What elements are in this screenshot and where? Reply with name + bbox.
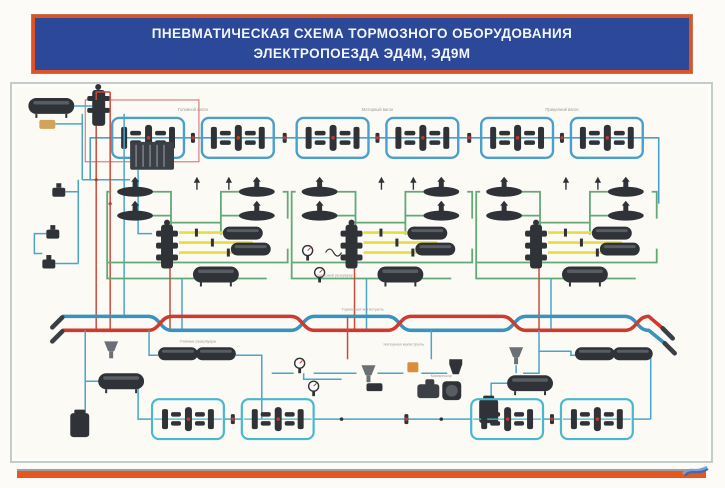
flex-hose <box>325 248 343 257</box>
bogie-rigging-box <box>295 116 370 160</box>
car-label-2: Моторный вагон <box>362 107 394 112</box>
bogie-rigging-box <box>479 116 555 160</box>
supply-reservoir <box>506 374 554 397</box>
left-reservoir <box>27 96 76 119</box>
poster-title-line-1: ПНЕВМАТИЧЕСКАЯ СХЕМА ТОРМОЗНОГО ОБОРУДОВ… <box>151 26 573 41</box>
bogie-rigging-box <box>200 116 275 160</box>
hose-end <box>52 331 62 341</box>
orange-valve-block <box>407 362 419 373</box>
poster-title-line-2: ЭЛЕКТРОПОЕЗДА ЭД4М, ЭД9М <box>253 46 471 61</box>
maker-logo <box>681 465 709 477</box>
auxiliary-valve <box>46 225 60 239</box>
pressure-gauge <box>301 244 314 262</box>
compressor-unit <box>417 379 462 401</box>
pipe-coupling <box>375 132 380 143</box>
pneumatic-schematic: Головной вагон Моторный вагон Прицепной … <box>27 84 711 441</box>
bogie-rigging-box <box>385 116 460 160</box>
intercar-coupling <box>282 132 287 143</box>
spare-reservoir-label: Запасный резервуар <box>317 273 353 277</box>
auxiliary-valve <box>52 183 66 197</box>
car-section-1 <box>107 177 288 331</box>
bottom-bogie-box <box>559 398 634 441</box>
bottom-bogie-box <box>150 398 225 441</box>
main-reservoirs-right <box>574 347 653 361</box>
oil-separator <box>70 409 90 438</box>
main-reservoirs-left: Главные резервуары <box>158 339 236 361</box>
safety-valve <box>366 383 383 392</box>
top-pipe-run <box>89 132 660 204</box>
pressure-gauge <box>293 357 306 374</box>
car-section-2 <box>292 177 473 331</box>
dryer-coil-box <box>130 141 174 170</box>
pipe-coupling <box>550 414 554 425</box>
brake-main-label: Тормозная магистраль <box>342 306 384 311</box>
driver-brake-valve <box>87 84 111 126</box>
pressure-gauge <box>307 380 320 397</box>
air-filter <box>104 341 119 359</box>
bogie-rigging-box <box>569 116 644 160</box>
pipe-fitting <box>339 417 344 421</box>
intake-funnel <box>449 359 463 375</box>
car-section-3 <box>476 177 657 331</box>
filter-funnel <box>361 365 376 383</box>
hose-end <box>665 343 675 353</box>
pipe-coupling <box>190 132 195 143</box>
footer-band <box>17 469 706 478</box>
auxiliary-valve <box>42 255 56 269</box>
air-filter <box>509 347 524 365</box>
compressor-group: Компрессор <box>293 357 463 401</box>
title-banner: ПНЕВМАТИЧЕСКАЯ СХЕМА ТОРМОЗНОГО ОБОРУДОВ… <box>32 15 692 73</box>
schematic-canvas: Головной вагон Моторный вагон Прицепной … <box>10 82 713 463</box>
main-pipes: Тормозная магистраль Напорная магистраль <box>52 306 674 353</box>
car-label-3: Прицепной вагон <box>545 107 579 112</box>
left-equipment-cluster <box>27 84 200 331</box>
feed-main-label: Напорная магистраль <box>383 341 424 346</box>
pipe-coupling <box>404 414 409 425</box>
compressor-label: Компрессор <box>431 374 452 378</box>
intercar-coupling <box>467 132 472 143</box>
pipe-coupling <box>559 132 564 143</box>
pipe-coupling <box>230 414 235 425</box>
main-reservoirs-label: Главные резервуары <box>180 339 217 343</box>
hose-end <box>52 317 62 327</box>
car-label-1: Головной вагон <box>178 107 209 112</box>
supply-reservoir <box>97 372 146 395</box>
bottom-bogie-box <box>240 398 315 441</box>
hose-end <box>663 328 673 338</box>
orange-fitting <box>39 119 56 129</box>
pipe-fitting <box>439 417 444 421</box>
brake-main-pipe <box>62 314 664 333</box>
